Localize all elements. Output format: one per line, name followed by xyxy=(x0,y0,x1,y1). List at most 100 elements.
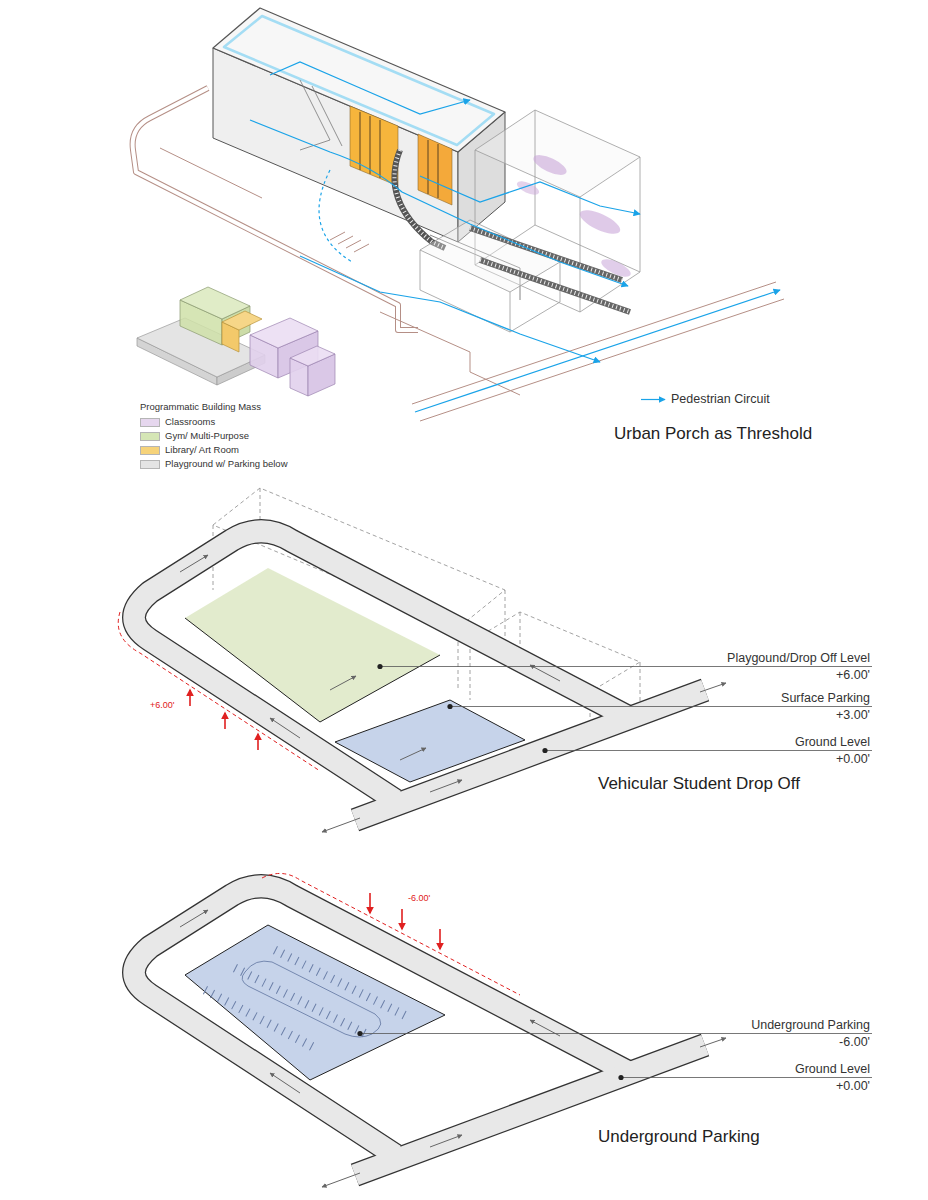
road-arrow xyxy=(700,683,726,692)
level-label: Playgound/Drop Off Level xyxy=(727,651,870,665)
diagram-title: Underground Parking xyxy=(598,1127,760,1147)
legend-text: Pedestrian Circuit xyxy=(671,392,770,408)
leader-lines xyxy=(357,1031,872,1080)
road-surface xyxy=(355,1045,705,1175)
elevation-value: +0.00' xyxy=(836,752,870,766)
diagram-title: Urban Porch as Threshold xyxy=(614,424,812,444)
leader-dot xyxy=(542,748,547,753)
legend-arrow-sample xyxy=(641,399,665,400)
library-panel xyxy=(418,134,452,205)
leader-dot xyxy=(357,1031,362,1036)
road-outline xyxy=(355,1045,705,1175)
dropoff-diagram xyxy=(118,488,872,832)
classroom-box-top xyxy=(475,110,640,197)
circuit-path xyxy=(270,62,470,114)
elevation-change-mark xyxy=(118,612,320,771)
road-arrow xyxy=(270,718,300,738)
legend-row: Classrooms xyxy=(140,416,215,429)
legend-swatch xyxy=(140,460,160,469)
legend-heading: Programmatic Building Mass xyxy=(140,401,261,413)
circuit-path xyxy=(300,256,600,362)
legend-row: Playground w/ Parking below xyxy=(140,458,288,471)
library-panel xyxy=(350,106,398,186)
road-arrow xyxy=(180,555,208,572)
legend-text: Library/ Art Room xyxy=(165,444,239,457)
site-line xyxy=(380,312,520,395)
parking-diagram xyxy=(134,873,872,1187)
elevation-value: +3.00' xyxy=(836,708,870,722)
legend-text: Playground w/ Parking below xyxy=(165,458,288,471)
leader-dot xyxy=(618,1075,623,1080)
stall-row xyxy=(235,968,370,1036)
classroom-mass xyxy=(290,346,335,366)
diagram-title: Vehicular Student Drop Off xyxy=(598,774,800,794)
classroom-figure xyxy=(531,151,570,179)
legend-row: Library/ Art Room xyxy=(140,444,239,457)
level-label: Ground Level xyxy=(795,735,870,749)
elevation-value: +6.00' xyxy=(836,668,870,682)
elevation-change-mark xyxy=(262,873,520,995)
leader-line xyxy=(450,706,872,707)
classroom-figure xyxy=(515,178,541,197)
library-mass xyxy=(222,311,262,330)
site-line xyxy=(160,148,262,198)
stair-steps xyxy=(394,150,445,248)
road-arrow xyxy=(270,1073,300,1093)
legend-row: Pedestrian Circuit xyxy=(671,392,770,408)
plane-arrow xyxy=(330,676,356,690)
level-label: Ground Level xyxy=(795,1062,870,1076)
road-arrow xyxy=(322,818,360,832)
elevation-change: +6.00' xyxy=(150,700,175,711)
circuit-path xyxy=(250,120,628,286)
road-arrow xyxy=(530,665,560,681)
truss-lines xyxy=(300,80,342,150)
red-arrow xyxy=(189,690,191,706)
leader-dot xyxy=(377,664,382,669)
parking-aisle xyxy=(242,961,381,1037)
escalator xyxy=(480,260,630,312)
classroom-mass xyxy=(250,318,318,348)
red-arrow xyxy=(439,929,441,949)
road-outline xyxy=(134,886,630,1155)
underground-parking-edge xyxy=(185,925,445,1080)
level-label: Underground Parking xyxy=(751,1018,870,1032)
leader-line xyxy=(360,1033,872,1034)
road-arrow xyxy=(430,1135,462,1147)
legend-swatch xyxy=(140,446,160,455)
plane-arrow xyxy=(400,748,426,760)
surface-parking xyxy=(335,700,525,782)
massing-diagram xyxy=(137,287,335,396)
elevation-value: -6.00' xyxy=(839,1035,870,1049)
classroom-wireframes xyxy=(420,110,640,332)
escalator-steps xyxy=(470,228,622,280)
stair-ribbon xyxy=(394,150,445,248)
circuit-path xyxy=(415,290,780,412)
legend-swatch xyxy=(140,432,160,441)
escalator xyxy=(470,228,622,280)
legend-text: Classrooms xyxy=(165,416,215,429)
elevation-value: +0.00' xyxy=(836,1079,870,1093)
road-outline xyxy=(134,531,630,800)
road-arrow xyxy=(700,1038,726,1047)
legend-swatch xyxy=(140,418,160,427)
red-arrow xyxy=(224,713,226,729)
leader-line xyxy=(545,750,872,751)
red-arrow xyxy=(257,734,259,750)
red-dashed-edge xyxy=(118,612,320,771)
playground-edge xyxy=(185,618,440,722)
red-arrow xyxy=(369,893,371,913)
circuit-path xyxy=(319,170,352,262)
road-arrow xyxy=(430,780,462,792)
road-surface xyxy=(134,886,630,1155)
leader-lines xyxy=(377,664,872,753)
road-surface xyxy=(134,531,630,800)
red-arrow xyxy=(401,909,403,929)
circuit-path xyxy=(420,176,640,214)
elevation-change: -6.00' xyxy=(408,893,430,904)
red-dashed-edge xyxy=(262,873,520,995)
legend-text: Gym/ Multi-Purpose xyxy=(165,430,249,443)
leader-dot xyxy=(447,704,452,709)
road-arrow xyxy=(322,1173,360,1187)
